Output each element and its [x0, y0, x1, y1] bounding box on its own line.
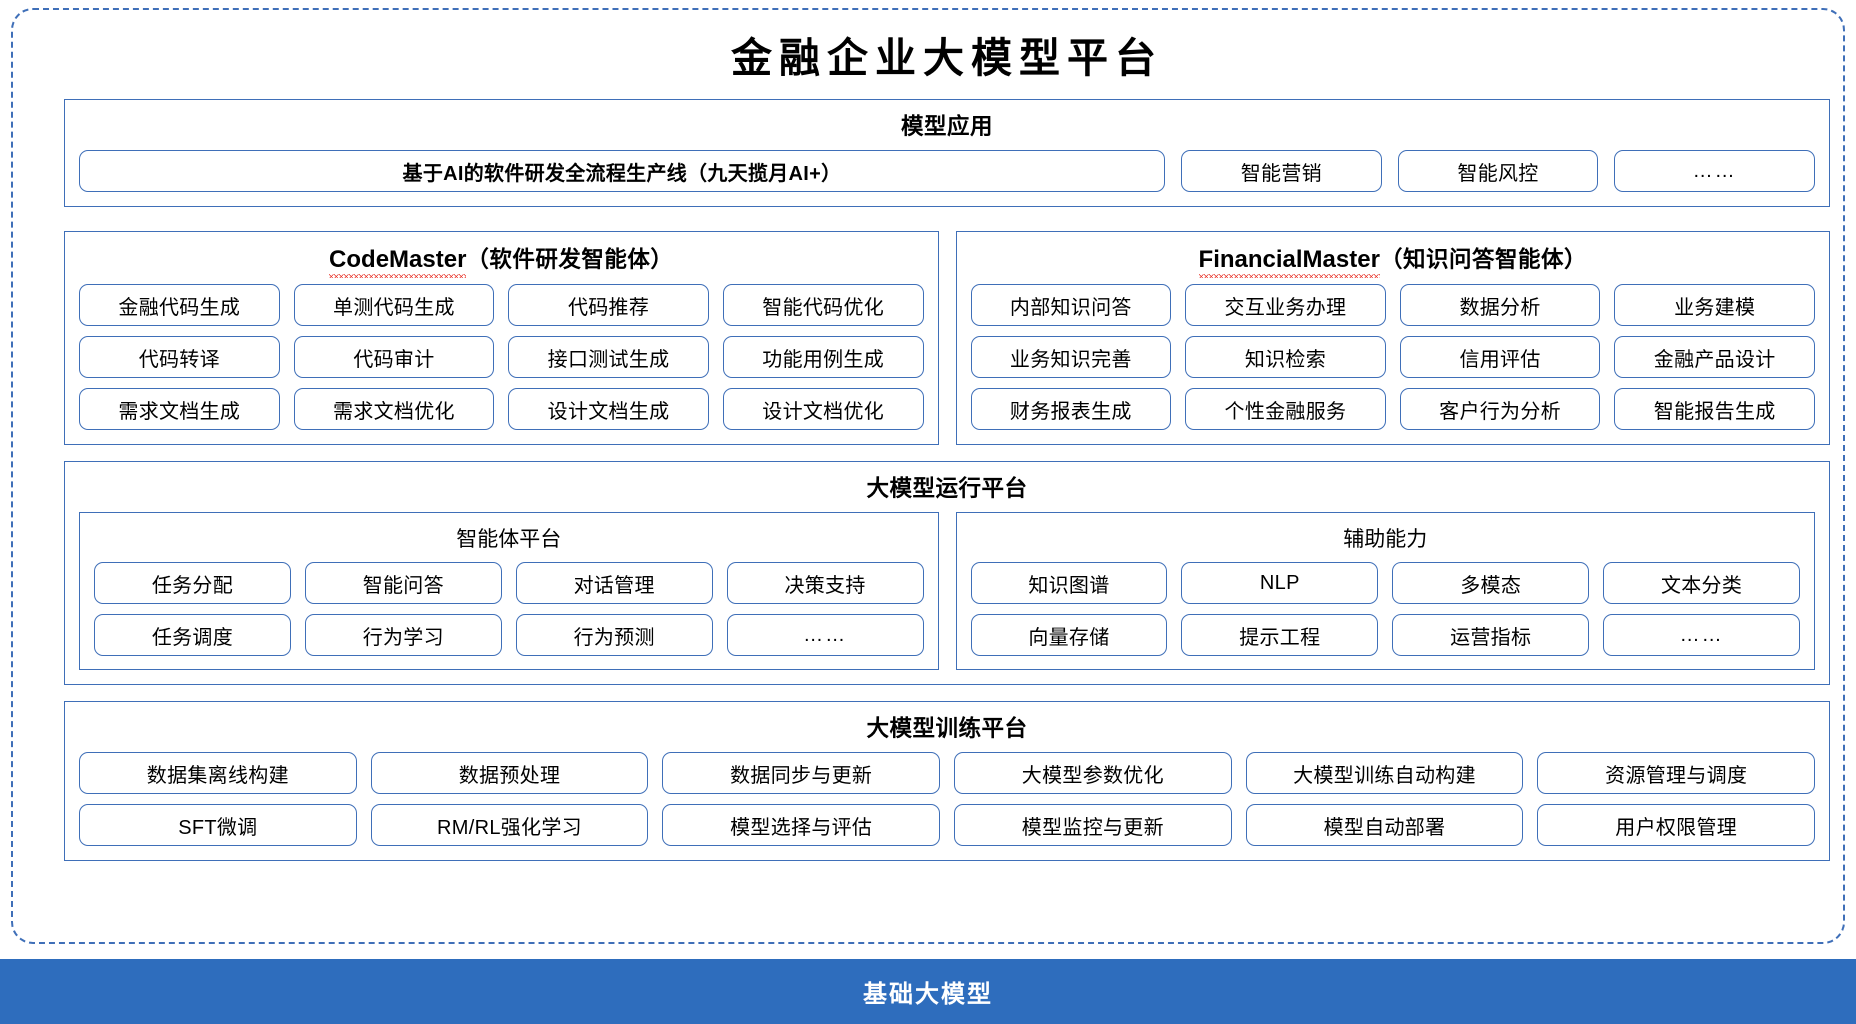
- chip-training-1-1[interactable]: RM/RL强化学习: [370, 804, 649, 847]
- chip-auxiliary-1-2[interactable]: 运营指标: [1392, 614, 1590, 657]
- chip-training-1-3[interactable]: 模型监控与更新: [954, 804, 1232, 847]
- diagram-content: 金融企业大模型平台 模型应用 基于AI的软件研发全流程生产线（九天揽月AI+） …: [64, 16, 1830, 862]
- chip-codemaster-1-1[interactable]: 代码审计: [293, 336, 495, 379]
- section-model-application: 模型应用 基于AI的软件研发全流程生产线（九天揽月AI+） 智能营销 智能风控 …: [64, 99, 1830, 208]
- subsection-title-auxiliary-capability: 辅助能力: [1343, 528, 1428, 552]
- training-platform-row-1: 数据集离线构建 数据预处理 数据同步与更新 大模型参数优化 大模型训练自动构建 …: [79, 752, 1816, 795]
- chip-auxiliary-0-1[interactable]: NLP: [1181, 562, 1379, 605]
- chip-training-0-2[interactable]: 数据同步与更新: [662, 752, 941, 795]
- chip-auxiliary-1-0[interactable]: 向量存储: [970, 614, 1168, 657]
- chip-codemaster-1-3[interactable]: 功能用例生成: [722, 336, 924, 379]
- subsection-auxiliary-capability: 辅助能力 知识图谱 NLP 多模态 文本分类 向量存储 提示工程 运营指标 ……: [955, 512, 1815, 671]
- financialmaster-row-3: 财务报表生成 个性金融服务 客户行为分析 智能报告生成: [970, 388, 1815, 431]
- chip-codemaster-0-1[interactable]: 单测代码生成: [293, 284, 495, 327]
- training-platform-row-2: SFT微调 RM/RL强化学习 模型选择与评估 模型监控与更新 模型自动部署 用…: [79, 804, 1816, 847]
- chip-financialmaster-2-1[interactable]: 个性金融服务: [1185, 388, 1386, 431]
- page-title: 金融企业大模型平台: [731, 34, 1163, 82]
- chip-more-applications[interactable]: ……: [1614, 150, 1816, 193]
- chip-codemaster-1-2[interactable]: 接口测试生成: [508, 336, 709, 379]
- chip-financialmaster-1-3[interactable]: 金融产品设计: [1614, 336, 1815, 379]
- section-title-codemaster: CodeMaster（软件研发智能体）: [79, 242, 924, 284]
- chip-financialmaster-2-0[interactable]: 财务报表生成: [970, 388, 1172, 431]
- chip-auxiliary-0-2[interactable]: 多模态: [1392, 562, 1590, 605]
- chip-agent-platform-0-1[interactable]: 智能问答: [304, 562, 502, 605]
- financialmaster-row-2: 业务知识完善 知识检索 信用评估 金融产品设计: [970, 336, 1815, 379]
- chip-financialmaster-1-2[interactable]: 信用评估: [1399, 336, 1601, 379]
- chip-agent-platform-0-0[interactable]: 任务分配: [94, 562, 291, 605]
- chip-training-0-1[interactable]: 数据预处理: [370, 752, 649, 795]
- chip-training-1-0[interactable]: SFT微调: [79, 804, 357, 847]
- subsection-agent-platform: 智能体平台 任务分配 智能问答 对话管理 决策支持 任务调度 行为学习 行为预测…: [79, 512, 939, 671]
- chip-auxiliary-1-1[interactable]: 提示工程: [1181, 614, 1379, 657]
- chip-codemaster-2-0[interactable]: 需求文档生成: [79, 388, 280, 431]
- base-model-layer-label: 基础大模型: [863, 981, 993, 1008]
- section-title-training-platform: 大模型训练平台: [866, 716, 1028, 742]
- chip-financialmaster-0-3[interactable]: 业务建模: [1614, 284, 1815, 327]
- spacer: [64, 685, 1830, 701]
- chip-codemaster-0-2[interactable]: 代码推荐: [508, 284, 709, 327]
- chip-training-0-3[interactable]: 大模型参数优化: [954, 752, 1232, 795]
- chip-agent-platform-1-0[interactable]: 任务调度: [94, 614, 291, 657]
- chip-training-0-4[interactable]: 大模型训练自动构建: [1245, 752, 1524, 795]
- chip-codemaster-2-1[interactable]: 需求文档优化: [293, 388, 495, 431]
- chip-auxiliary-1-3[interactable]: ……: [1603, 614, 1800, 657]
- section-title-model-application: 模型应用: [900, 114, 993, 139]
- chip-auxiliary-0-0[interactable]: 知识图谱: [970, 562, 1168, 605]
- chip-agent-platform-1-1[interactable]: 行为学习: [304, 614, 502, 657]
- chip-training-0-5[interactable]: 资源管理与调度: [1537, 752, 1816, 795]
- section-training-platform: 大模型训练平台 数据集离线构建 数据预处理 数据同步与更新 大模型参数优化 大模…: [64, 701, 1830, 862]
- financialmaster-row-1: 内部知识问答 交互业务办理 数据分析 业务建模: [970, 284, 1815, 327]
- base-model-layer: 基础大模型: [0, 959, 1856, 1024]
- chip-financialmaster-1-0[interactable]: 业务知识完善: [970, 336, 1172, 379]
- subsection-title-agent-platform: 智能体平台: [456, 528, 562, 552]
- chip-financialmaster-1-1[interactable]: 知识检索: [1185, 336, 1386, 379]
- financialmaster-latin-name: FinancialMaster: [1198, 246, 1381, 279]
- chip-financialmaster-0-1[interactable]: 交互业务办理: [1185, 284, 1386, 327]
- financialmaster-cn-name: （知识问答智能体）: [1379, 247, 1587, 273]
- codemaster-row-2: 代码转译 代码审计 接口测试生成 功能用例生成: [79, 336, 924, 379]
- chip-financialmaster-0-2[interactable]: 数据分析: [1399, 284, 1601, 327]
- runtime-platform-groups: 智能体平台 任务分配 智能问答 对话管理 决策支持 任务调度 行为学习 行为预测…: [79, 512, 1815, 671]
- chip-smart-marketing[interactable]: 智能营销: [1181, 150, 1382, 193]
- chip-financialmaster-2-3[interactable]: 智能报告生成: [1614, 388, 1815, 431]
- model-application-chip-row: 基于AI的软件研发全流程生产线（九天揽月AI+） 智能营销 智能风控 ……: [79, 150, 1816, 193]
- auxiliary-capability-row-2: 向量存储 提示工程 运营指标 ……: [970, 614, 1800, 657]
- section-title-runtime-platform: 大模型运行平台: [866, 476, 1028, 502]
- chip-codemaster-2-3[interactable]: 设计文档优化: [722, 388, 924, 431]
- chip-codemaster-1-0[interactable]: 代码转译: [79, 336, 280, 379]
- chip-agent-platform-0-2[interactable]: 对话管理: [515, 562, 713, 605]
- chip-training-0-0[interactable]: 数据集离线构建: [79, 752, 357, 795]
- section-runtime-platform: 大模型运行平台 智能体平台 任务分配 智能问答 对话管理 决策支持 任务调度 行…: [64, 461, 1830, 686]
- auxiliary-capability-row-1: 知识图谱 NLP 多模态 文本分类: [970, 562, 1800, 605]
- chip-agent-platform-0-3[interactable]: 决策支持: [726, 562, 924, 605]
- chip-agent-platform-1-2[interactable]: 行为预测: [515, 614, 713, 657]
- chip-codemaster-2-2[interactable]: 设计文档生成: [508, 388, 709, 431]
- outer-dashed-frame: [11, 8, 1845, 944]
- codemaster-cn-name: （软件研发智能体）: [466, 247, 674, 273]
- codemaster-latin-name: CodeMaster: [329, 246, 467, 279]
- spacer: [64, 445, 1830, 461]
- codemaster-row-3: 需求文档生成 需求文档优化 设计文档生成 设计文档优化: [79, 388, 924, 431]
- chip-agent-platform-1-3[interactable]: ……: [726, 614, 924, 657]
- spacer: [64, 207, 1830, 231]
- chip-training-1-5[interactable]: 用户权限管理: [1537, 804, 1816, 847]
- agent-platform-row-1: 任务分配 智能问答 对话管理 决策支持: [94, 562, 924, 605]
- chip-codemaster-0-3[interactable]: 智能代码优化: [722, 284, 924, 327]
- chip-financialmaster-0-0[interactable]: 内部知识问答: [970, 284, 1172, 327]
- chip-training-1-2[interactable]: 模型选择与评估: [662, 804, 941, 847]
- section-codemaster: CodeMaster（软件研发智能体） 金融代码生成 单测代码生成 代码推荐 智…: [64, 231, 939, 446]
- agent-platform-row-2: 任务调度 行为学习 行为预测 ……: [94, 614, 924, 657]
- section-title-financialmaster: FinancialMaster（知识问答智能体）: [971, 242, 1816, 284]
- chip-auxiliary-0-3[interactable]: 文本分类: [1603, 562, 1800, 605]
- codemaster-row-1: 金融代码生成 单测代码生成 代码推荐 智能代码优化: [79, 284, 924, 327]
- chip-codemaster-0-0[interactable]: 金融代码生成: [79, 284, 280, 327]
- chip-training-1-4[interactable]: 模型自动部署: [1245, 804, 1524, 847]
- agents-row: CodeMaster（软件研发智能体） 金融代码生成 单测代码生成 代码推荐 智…: [64, 231, 1830, 446]
- chip-ai-sdlc-pipeline[interactable]: 基于AI的软件研发全流程生产线（九天揽月AI+）: [79, 150, 1165, 193]
- chip-financialmaster-2-2[interactable]: 客户行为分析: [1399, 388, 1601, 431]
- chip-smart-risk-control[interactable]: 智能风控: [1397, 150, 1599, 193]
- section-financialmaster: FinancialMaster（知识问答智能体） 内部知识问答 交互业务办理 数…: [955, 231, 1830, 446]
